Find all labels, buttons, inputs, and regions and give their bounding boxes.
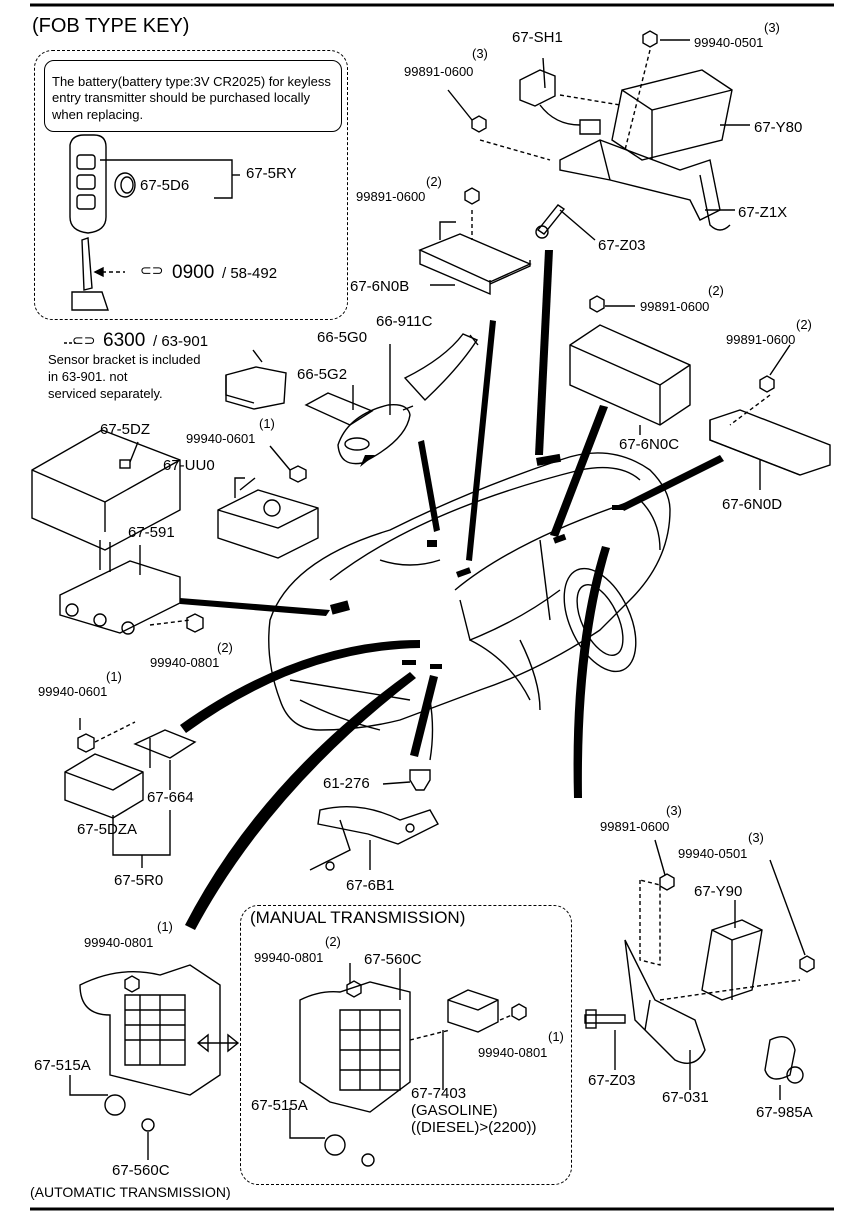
sensor-note-line2: in 63-901. not xyxy=(48,369,128,384)
qty-99940-0801-b: (1) xyxy=(157,919,173,934)
part-99891-0600-c[interactable]: 99891-0600 xyxy=(640,299,710,314)
qty-99940-0601-a: (1) xyxy=(259,416,275,431)
manual-transmission-title: (MANUAL TRANSMISSION) xyxy=(250,908,466,927)
part-67-6B1[interactable]: 67-6B1 xyxy=(346,877,395,894)
part-99891-0600-e[interactable]: 99891-0600 xyxy=(600,819,670,834)
part-99891-0600-d[interactable]: 99891-0600 xyxy=(726,332,796,347)
ref-63-901[interactable]: / 63-901 xyxy=(153,333,209,350)
sensor-note-line1: Sensor bracket is included xyxy=(48,352,201,367)
part-67-5RY[interactable]: 67-5RY xyxy=(246,165,297,182)
sensor-note-line3: serviced separately. xyxy=(48,386,163,401)
part-66-5G0[interactable]: 66-5G0 xyxy=(317,329,368,346)
qty-99891-0600-d: (2) xyxy=(796,317,812,332)
battery-note-box xyxy=(44,60,342,132)
part-99940-0801-b[interactable]: 99940-0801 xyxy=(84,935,154,950)
part-99940-0601-b[interactable]: 99940-0601 xyxy=(38,684,108,699)
reference-icon: ⊂⊃ xyxy=(140,262,164,278)
pointer-beams xyxy=(180,250,724,930)
part-99940-0501-a[interactable]: 99940-0501 xyxy=(694,35,764,50)
qty-99940-0501-a: (3) xyxy=(764,20,780,35)
part-67-7403[interactable]: 67-7403 xyxy=(411,1085,467,1102)
manual-transmission-box xyxy=(240,905,572,1185)
part-99891-0600-b[interactable]: 99891-0600 xyxy=(356,189,426,204)
part-67-SH1[interactable]: 67-SH1 xyxy=(512,29,563,46)
part-67-560C-b[interactable]: 67-560C xyxy=(364,951,422,968)
part-67-515A-a[interactable]: 67-515A xyxy=(34,1057,91,1074)
part-66-5G2[interactable]: 66-5G2 xyxy=(297,366,348,383)
qty-99940-0501-b: (3) xyxy=(748,830,764,845)
part-67-5D6[interactable]: 67-5D6 xyxy=(140,177,190,194)
part-67-7403-gasoline: (GASOLINE) xyxy=(411,1102,498,1119)
part-67-5DZA[interactable]: 67-5DZA xyxy=(77,821,138,838)
qty-99891-0600-c: (2) xyxy=(708,283,724,298)
part-67-560C-a[interactable]: 67-560C xyxy=(112,1162,170,1179)
part-67-664[interactable]: 67-664 xyxy=(147,789,194,806)
fob-key xyxy=(69,134,109,311)
part-67-6N0B[interactable]: 67-6N0B xyxy=(350,278,410,295)
fob-type-key-title: (FOB TYPE KEY) xyxy=(32,15,190,37)
car-outline xyxy=(268,452,671,761)
automatic-transmission-title: (AUTOMATIC TRANSMISSION) xyxy=(30,1184,231,1200)
part-67-515A-b[interactable]: 67-515A xyxy=(251,1097,308,1114)
part-67-Z1X[interactable]: 67-Z1X xyxy=(738,204,788,221)
qty-99891-0600-a: (3) xyxy=(472,46,488,61)
part-67-985A[interactable]: 67-985A xyxy=(756,1104,813,1121)
part-99940-0801-c[interactable]: 99940-0801 xyxy=(254,950,324,965)
part-99940-0601-a[interactable]: 99940-0601 xyxy=(186,431,256,446)
qty-99891-0600-b: (2) xyxy=(426,174,442,189)
part-66-911C[interactable]: 66-911C xyxy=(376,313,433,330)
part-67-Z03-b[interactable]: 67-Z03 xyxy=(588,1072,636,1089)
fob-key-group-box xyxy=(34,50,348,320)
part-67-Y90[interactable]: 67-Y90 xyxy=(694,883,743,900)
qty-99940-0801-d: (1) xyxy=(548,1029,564,1044)
part-67-6N0D[interactable]: 67-6N0D xyxy=(722,496,783,513)
qty-99940-0801-a: (2) xyxy=(217,640,233,655)
qty-99940-0601-b: (1) xyxy=(106,669,122,684)
part-67-6N0C[interactable]: 67-6N0C xyxy=(619,436,680,453)
part-67-5R0[interactable]: 67-5R0 xyxy=(114,872,164,889)
part-67-031[interactable]: 67-031 xyxy=(662,1089,709,1106)
ref-6300[interactable]: 6300 xyxy=(103,330,146,351)
part-99940-0501-b[interactable]: 99940-0501 xyxy=(678,846,748,861)
qty-99940-0801-c: (2) xyxy=(325,934,341,949)
part-67-591[interactable]: 67-591 xyxy=(128,524,175,541)
part-99891-0600-a[interactable]: 99891-0600 xyxy=(404,64,474,79)
ref-58-492[interactable]: / 58-492 xyxy=(222,265,278,282)
part-61-276[interactable]: 61-276 xyxy=(323,775,370,792)
battery-note: The battery(battery type:3V CR2025) for … xyxy=(52,74,331,122)
part-67-UU0[interactable]: 67-UU0 xyxy=(163,457,215,474)
part-67-5DZ[interactable]: 67-5DZ xyxy=(100,421,151,438)
part-99940-0801-a[interactable]: 99940-0801 xyxy=(150,655,220,670)
qty-99891-0600-e: (3) xyxy=(666,803,682,818)
ref-0900[interactable]: 0900 xyxy=(172,262,215,283)
part-67-7403-diesel: ((DIESEL)>(2200)) xyxy=(411,1119,537,1136)
part-99940-0801-d[interactable]: 99940-0801 xyxy=(478,1045,548,1060)
reference-icon: ⊂⊃ xyxy=(72,332,96,348)
part-67-Z03-a[interactable]: 67-Z03 xyxy=(598,237,646,254)
part-67-Y80[interactable]: 67-Y80 xyxy=(754,119,803,136)
coin-battery xyxy=(114,172,136,198)
